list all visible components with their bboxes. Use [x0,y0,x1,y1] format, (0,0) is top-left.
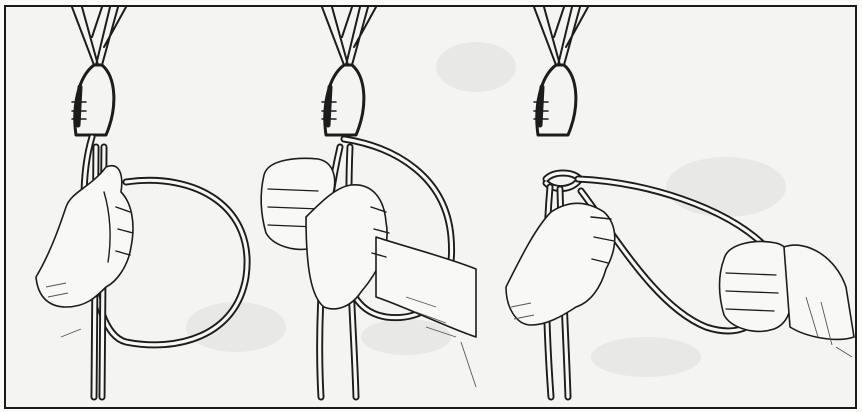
sling-straps-icon [72,7,126,65]
fist-pulling-rope-icon [720,242,855,357]
hand-holding-rope-icon [506,203,615,325]
knot-steps-diagram [6,7,857,409]
carabiner-icon [322,65,364,135]
figure-frame [4,5,857,409]
sling-straps-icon [322,7,376,65]
carabiner-icon [72,65,114,135]
hand-holding-rope-icon [36,166,133,337]
carabiner-icon [534,65,576,135]
sling-straps-icon [534,7,588,65]
